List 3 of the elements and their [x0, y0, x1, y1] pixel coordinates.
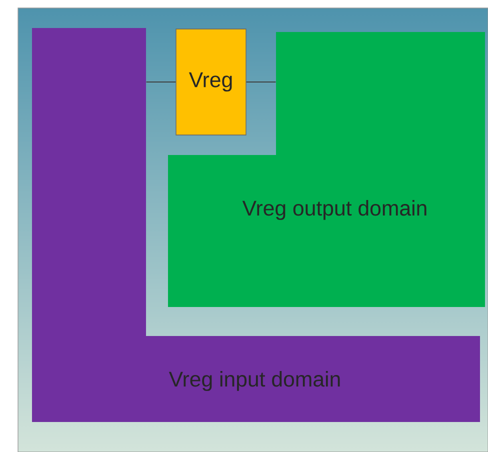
connector-line	[246, 81, 276, 83]
regulator-box: Vreg	[176, 28, 246, 136]
connector-line	[146, 81, 176, 83]
